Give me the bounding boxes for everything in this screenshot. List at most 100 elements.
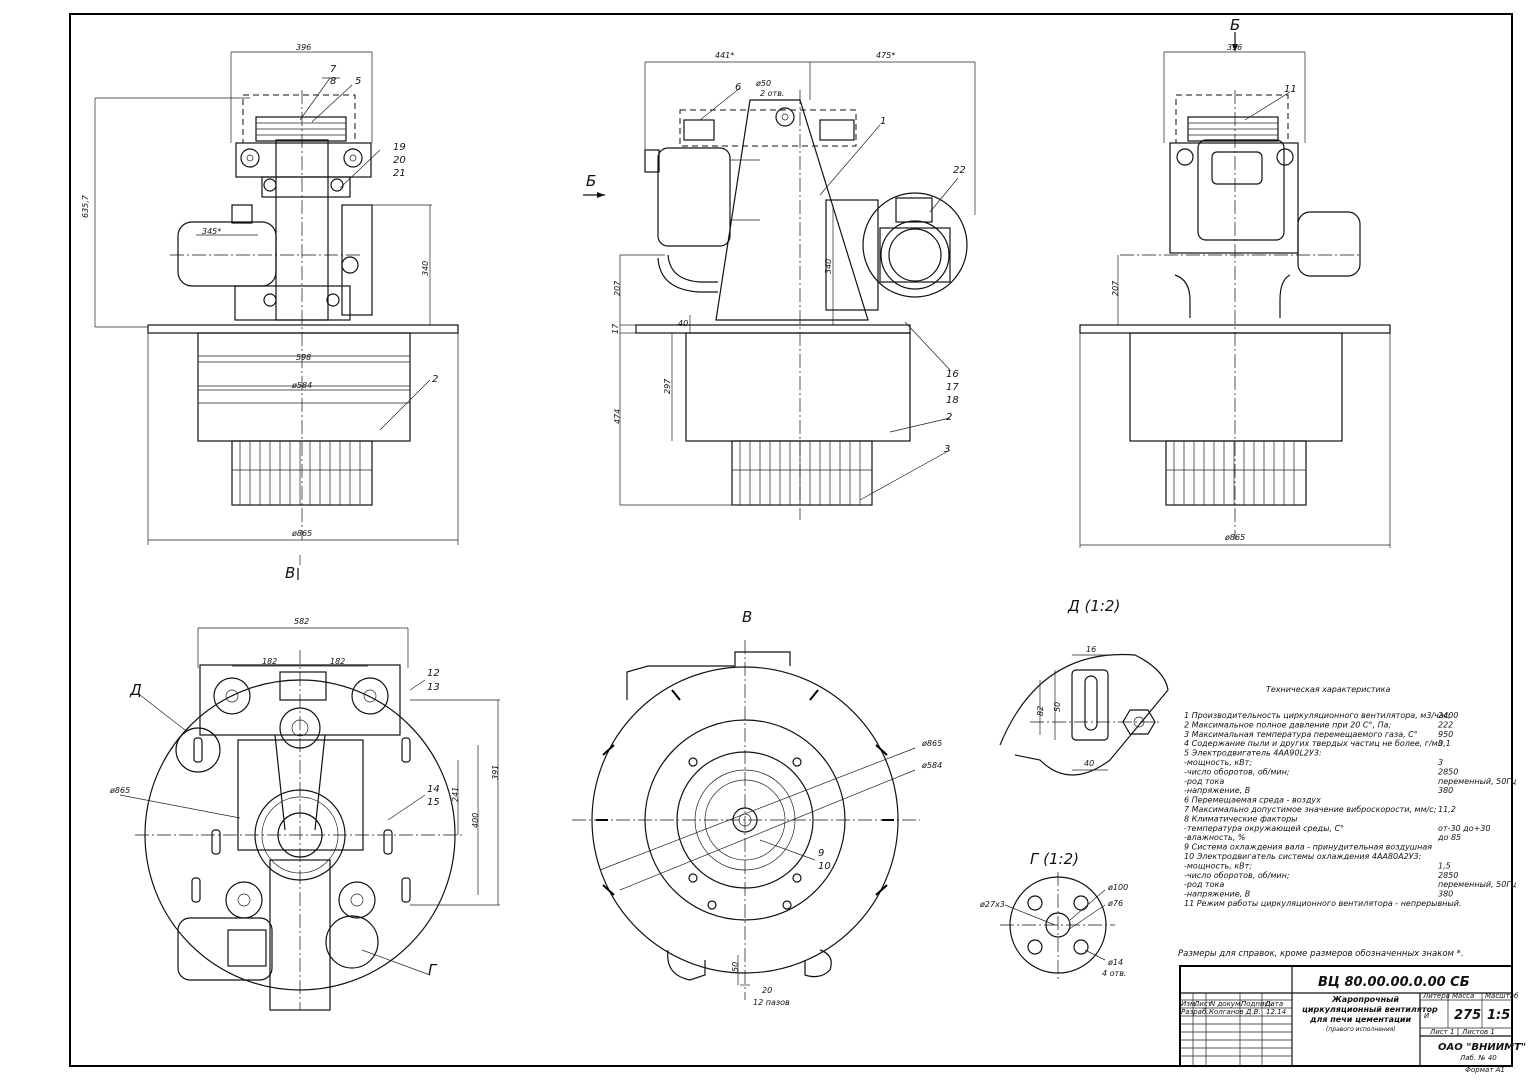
dim-bottom-182a: 182 <box>262 657 277 666</box>
dim-bottom-865: ø865 <box>109 786 130 795</box>
callout-d: Д <box>129 681 142 699</box>
drawing-name-4: (правого исполнения) <box>1326 1026 1396 1033</box>
spec-row-value: 2850 <box>1438 871 1458 880</box>
dim-bottom-400: 400 <box>471 813 480 828</box>
spec-row-text: 2 Максимальное полное давление при 20 С°… <box>1184 720 1391 729</box>
callout-14: 14 <box>427 784 440 795</box>
view-arrow-b-side: Б <box>586 172 596 190</box>
dim-front-body-d: ø584 <box>291 381 312 390</box>
dim-side-207: 207 <box>613 280 622 296</box>
dim-g-100: ø100 <box>1107 883 1128 892</box>
dim-bottom-241: 241 <box>451 787 460 802</box>
spec-row-text: 1 Производительность циркуляционного вен… <box>1184 711 1451 720</box>
dim-vb-584: ø584 <box>921 761 942 770</box>
tb-mass: 275 <box>1454 1008 1481 1023</box>
callout-6: 6 <box>735 82 741 93</box>
callout-11: 11 <box>1284 84 1297 95</box>
tb-org-sub: Лаб. № 40 <box>1459 1054 1497 1062</box>
title-block: ВЦ 80.00.00.0.00 СБ Жаропрочный циркуляц… <box>1181 975 1526 1074</box>
dim-g-14: ø14 <box>1107 958 1123 967</box>
spec-row-text: 11 Режим работы циркуляционного вентилят… <box>1184 899 1461 908</box>
view-arrow-b-top: Б <box>1230 16 1240 34</box>
spec-row-text: 8 Климатические факторы <box>1184 814 1298 823</box>
detail-d <box>999 653 1169 776</box>
callout-16: 16 <box>946 369 959 380</box>
tb-h-list: Лист <box>1193 1000 1213 1008</box>
spec-row-value: 950 <box>1438 730 1453 739</box>
spec-row-text: -напряжение, В <box>1184 890 1250 899</box>
tb-r-role: Разраб. <box>1181 1008 1209 1016</box>
tb-h-doc: N докум. <box>1210 1000 1242 1008</box>
dim-front-plate-h: 340 <box>421 261 430 276</box>
dim-side-hole: ø50 <box>755 79 771 88</box>
spec-row-value: 222 <box>1438 720 1453 729</box>
callout-10: 10 <box>818 861 831 872</box>
dim-side-w1: 441* <box>715 51 734 60</box>
spec-row-text: 5 Электродвигатель 4АА90L2У3: <box>1184 749 1322 758</box>
callout-18: 18 <box>946 395 959 406</box>
callout-12: 12 <box>427 668 440 679</box>
spec-row-value: 2400 <box>1438 711 1458 720</box>
callout-3: 3 <box>944 444 950 455</box>
dim-bottom-391: 391 <box>491 765 500 780</box>
dim-side-474: 474 <box>613 409 622 424</box>
callout-21: 21 <box>393 168 406 179</box>
detail-g <box>1000 872 1115 980</box>
spec-row-value: до 85 <box>1437 833 1461 842</box>
dim-vb-865: ø865 <box>921 739 942 748</box>
dim-vb-20: 20 <box>762 986 772 995</box>
dim-bottom-182b: 182 <box>330 657 345 666</box>
view-title-g: Г (1:2) <box>1030 850 1079 868</box>
sheet-frame <box>69 13 1513 1067</box>
spec-table: Техническая характеристика 1 Производите… <box>1178 685 1517 959</box>
bottom-view <box>119 568 500 1011</box>
tb-h-date: Дата <box>1264 1000 1283 1008</box>
tb-scale: 1:5 <box>1487 1008 1510 1023</box>
dim-side-w2: 475* <box>876 51 895 60</box>
tb-r-date: 12.14 <box>1266 1008 1286 1016</box>
view-title-d: Д (1:2) <box>1067 597 1120 615</box>
spec-row-value: 0,1 <box>1438 739 1451 748</box>
spec-row-value: 380 <box>1438 890 1453 899</box>
spec-note: Размеры для справок, кроме размеров обоз… <box>1178 949 1464 959</box>
front-view-labels: 396 635,7 345* 340 598 ø584 ø865 7 8 5 1… <box>81 43 438 538</box>
dim-side-17: 17 <box>611 323 620 334</box>
view-title-v: В <box>742 608 752 626</box>
dim-bottom-582: 582 <box>294 617 309 626</box>
callout-9: 9 <box>818 848 824 859</box>
spec-row-value: переменный, 50Гц <box>1438 777 1517 786</box>
spec-row-value: 11,2 <box>1438 805 1456 814</box>
callout-17: 17 <box>946 382 959 393</box>
dim-front-motor: 345* <box>202 227 221 236</box>
callout-13: 13 <box>427 682 440 693</box>
tb-org: ОАО "ВНИИМТ" <box>1438 1042 1526 1053</box>
detail-labels: Д (1:2) 16 82 50 40 Г (1:2) ø100 ø76 ø14… <box>979 597 1128 978</box>
drawing-code: ВЦ 80.00.00.0.00 СБ <box>1318 975 1470 990</box>
dim-vb-50: 50 <box>731 962 740 972</box>
tb-lit-header: Литера <box>1422 992 1450 1000</box>
dim-g-slot: ø27x3 <box>979 900 1005 909</box>
spec-row-value: 1,5 <box>1438 861 1451 870</box>
drawing-name-3: для печи цементации <box>1309 1015 1411 1024</box>
callout-7: 7 <box>330 64 337 75</box>
dim-right-207: 207 <box>1111 280 1120 296</box>
dim-right-top: 396 <box>1227 43 1242 52</box>
drawing-name-2: циркуляционный вентилятор <box>1302 1005 1438 1014</box>
tb-h-izm: Изм. <box>1181 1000 1197 1008</box>
callout-2-front: 2 <box>432 374 438 385</box>
spec-row-text: 7 Максимально допустимое значение виброс… <box>1184 805 1437 814</box>
spec-row-value: 380 <box>1438 786 1453 795</box>
spec-row-text: 9 Система охлаждения вала - принудительн… <box>1184 843 1432 852</box>
spec-row-value: от-30 до+30 <box>1438 824 1490 833</box>
front-view <box>94 51 459 565</box>
side-view-labels: 441* 475* ø50 2 отв. 340 207 17 40 297 4… <box>586 51 966 455</box>
dim-side-297: 297 <box>663 378 672 394</box>
dim-d-40: 40 <box>1084 759 1094 768</box>
dim-front-height: 635,7 <box>81 194 90 218</box>
spec-row-text: 10 Электродвигатель системы охлаждения 4… <box>1184 852 1422 861</box>
tb-r-name: Колганов Д.В. <box>1209 1008 1261 1016</box>
callout-15: 15 <box>427 797 440 808</box>
spec-row-text: -род тока <box>1184 777 1224 786</box>
